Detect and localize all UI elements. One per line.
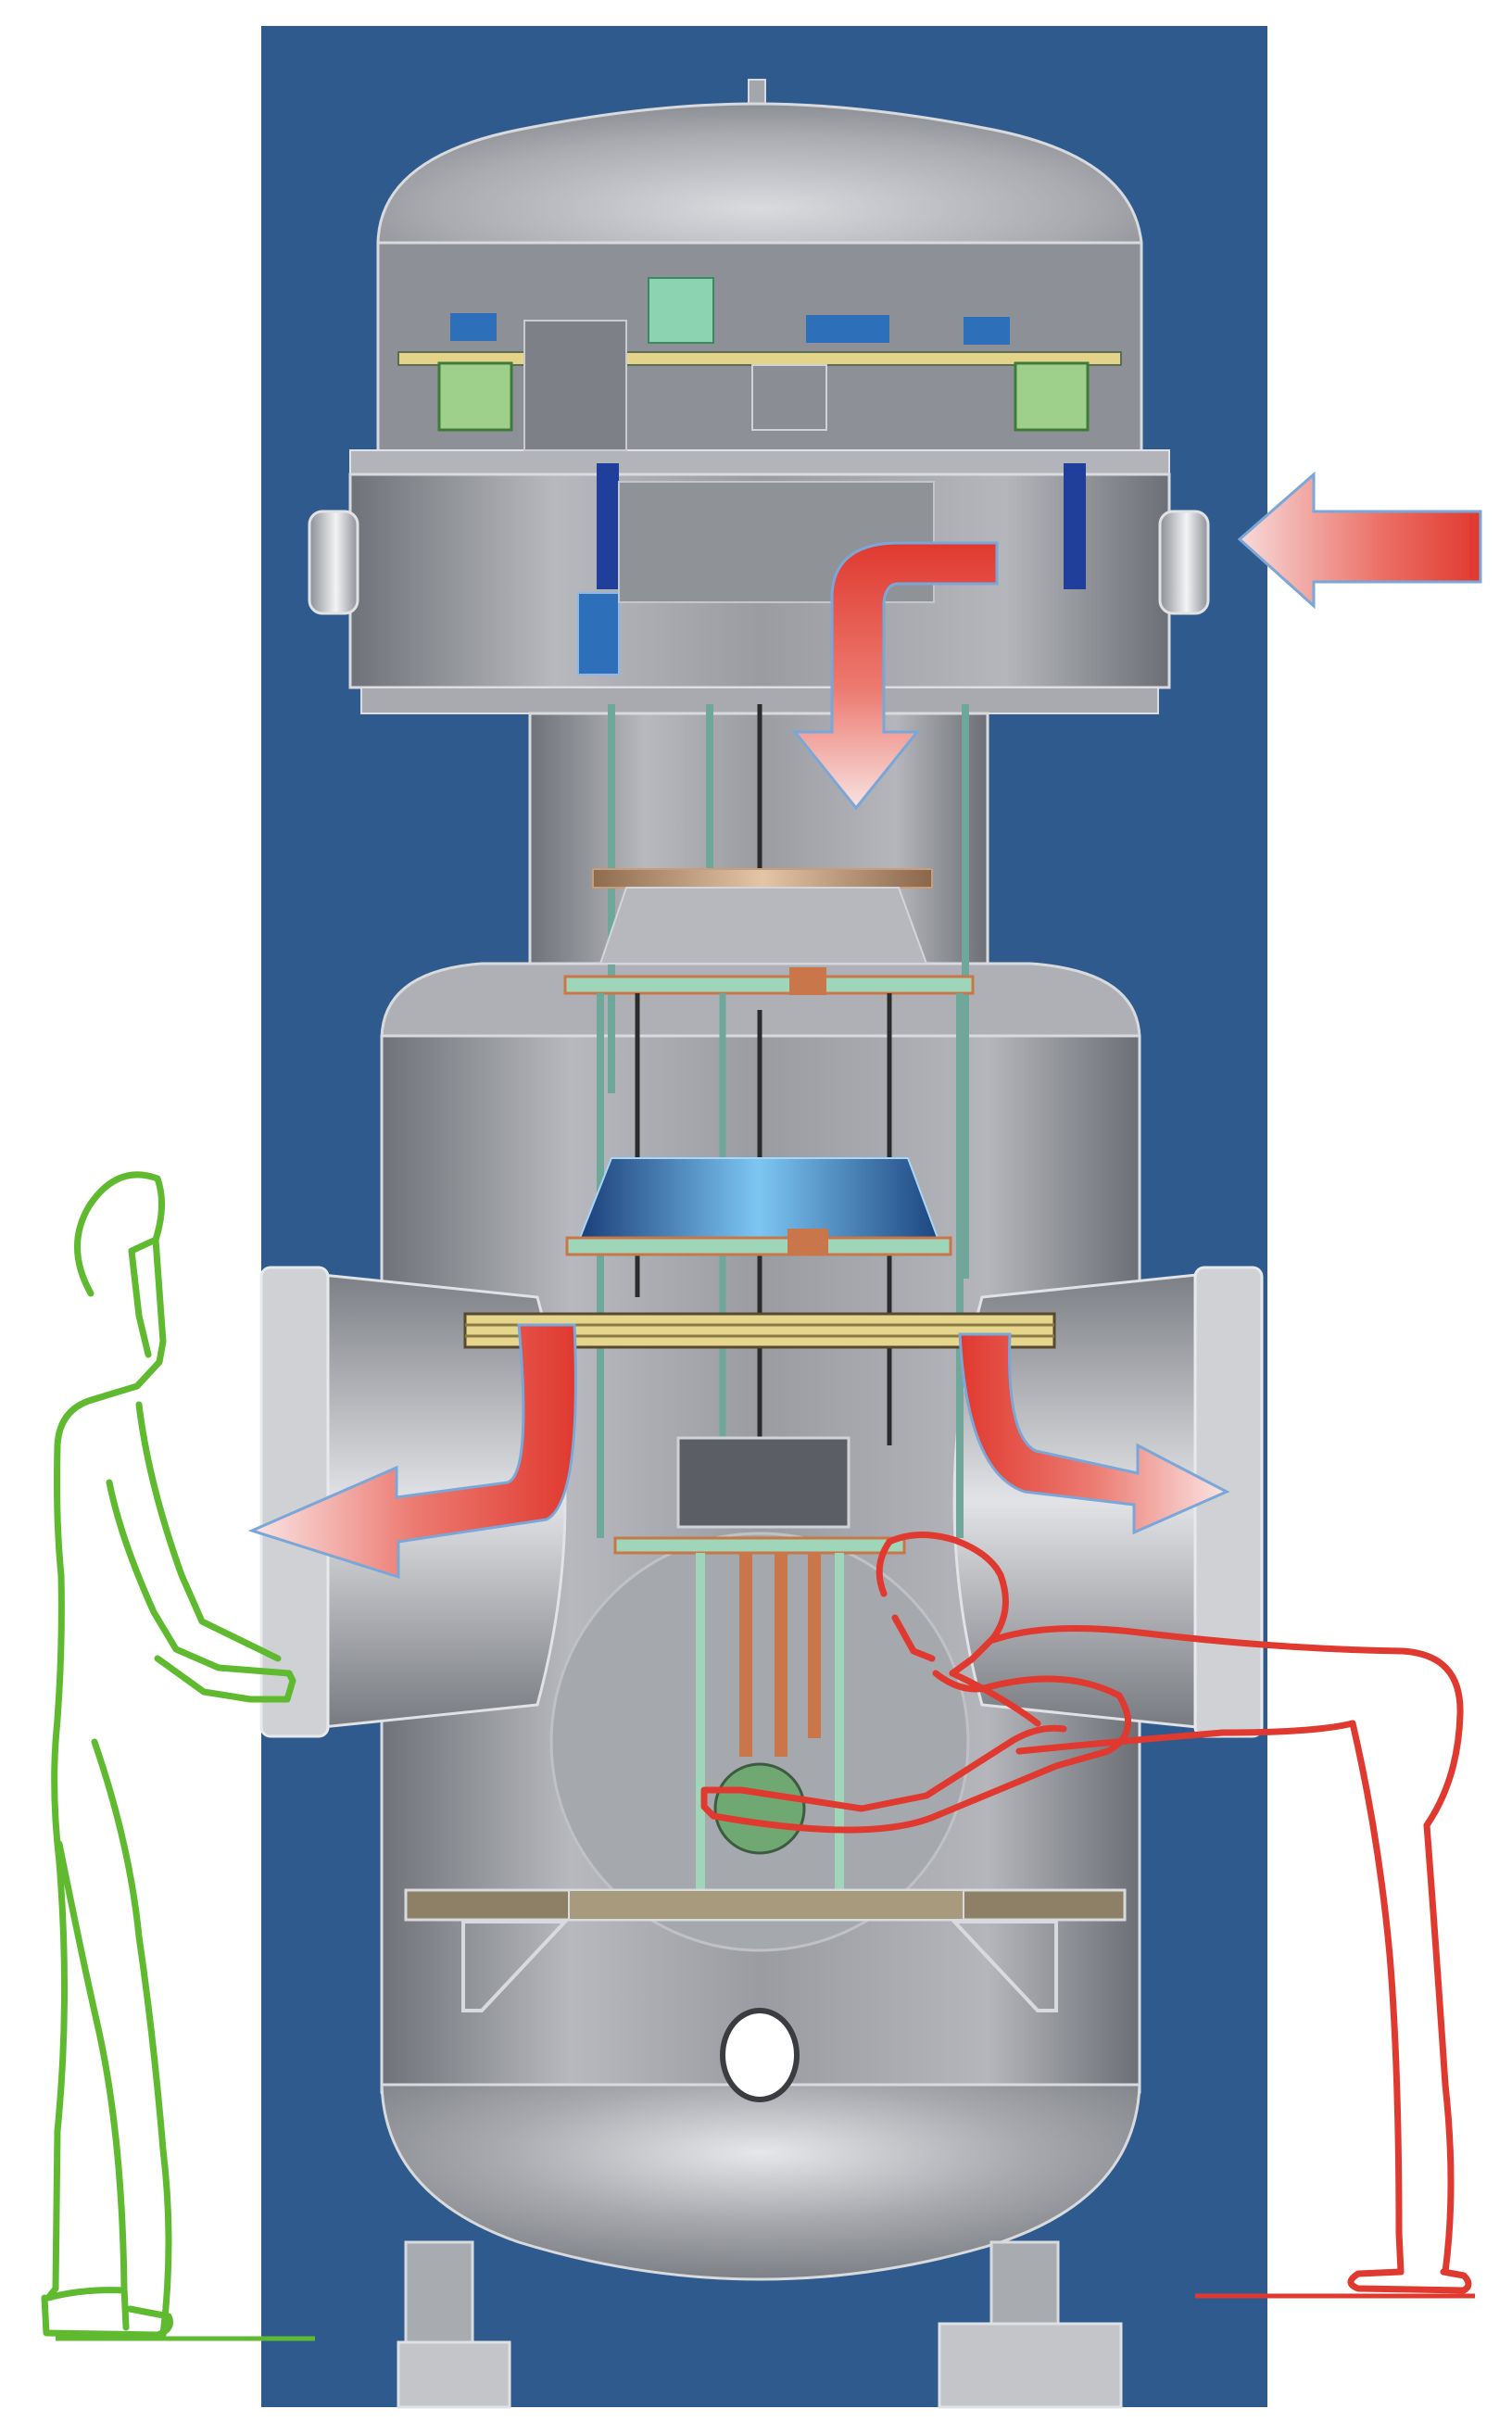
right-blue-strut xyxy=(1064,463,1086,589)
blue-disc-component xyxy=(578,1157,939,1239)
mid-plate-2 xyxy=(565,1236,952,1256)
upper-green-board xyxy=(648,277,714,344)
left-blue-strut xyxy=(597,463,619,589)
lower-dome xyxy=(380,2083,1141,2281)
right-green-module xyxy=(1014,361,1090,432)
sample-stage-disc xyxy=(713,1762,806,1855)
internal-structure xyxy=(397,277,1127,2012)
upper-blue-block-mid xyxy=(806,315,889,343)
copper-rod-1 xyxy=(739,1553,752,1757)
right-bracket xyxy=(950,1920,1058,2012)
copper-rod-2 xyxy=(775,1553,788,1757)
arrow-turn-down-icon xyxy=(791,541,999,811)
upper-blue-block-left xyxy=(450,313,497,341)
left-green-module xyxy=(437,361,513,432)
upper-center-module xyxy=(751,364,827,431)
left-foot xyxy=(397,2340,511,2409)
arrow-left-icon xyxy=(1237,471,1482,610)
mid-plate-1 xyxy=(563,975,975,995)
copper-block-2 xyxy=(788,1229,828,1255)
person-standing-icon xyxy=(41,1171,296,2339)
flow-arrows xyxy=(247,471,1482,1580)
upper-flange xyxy=(349,449,1170,475)
upper-blue-block-right xyxy=(964,317,1010,345)
bottom-small-port xyxy=(720,2008,800,2102)
lower-control-box xyxy=(676,1436,850,1529)
arrow-turn-left-icon xyxy=(247,1323,577,1580)
copper-block-1 xyxy=(789,967,826,995)
arrow-turn-right-icon xyxy=(958,1332,1230,1535)
upper-dome xyxy=(376,102,1143,280)
upper-deck-box xyxy=(523,320,627,451)
upper-right-port xyxy=(1158,510,1210,615)
copper-rod-3 xyxy=(808,1553,821,1738)
right-foot xyxy=(938,2322,1123,2409)
rail-slider xyxy=(568,1889,964,1921)
upper-left-port xyxy=(308,510,359,615)
lower-frame-plate xyxy=(613,1536,906,1555)
front-round-port xyxy=(549,1532,970,1952)
left-bracket xyxy=(461,1920,570,2012)
copper-platform xyxy=(592,868,933,889)
left-blue-post xyxy=(577,592,620,675)
person-leaning-icon xyxy=(700,1531,1472,2294)
conical-shield xyxy=(598,887,928,965)
